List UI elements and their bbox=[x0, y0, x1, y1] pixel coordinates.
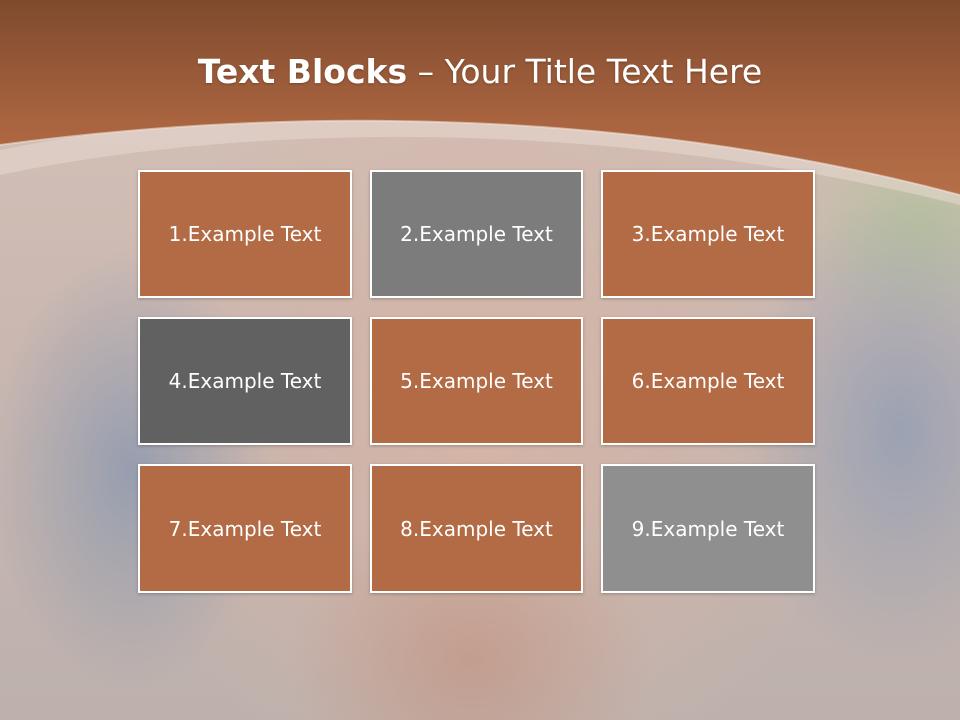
title-bold: Text Blocks bbox=[197, 52, 408, 91]
text-block-label: 7.Example Text bbox=[168, 516, 322, 541]
text-block-label: 9.Example Text bbox=[631, 516, 785, 541]
text-block-7[interactable]: 7.Example Text bbox=[138, 464, 352, 593]
slide-title: Text Blocks – Your Title Text Here bbox=[0, 52, 960, 91]
text-block-label: 2.Example Text bbox=[400, 222, 553, 246]
text-block-label: 8.Example Text bbox=[400, 516, 553, 541]
text-block-label: 5.Example Text bbox=[400, 369, 553, 393]
text-block-label: 6.Example Text bbox=[631, 369, 785, 393]
text-block-4[interactable]: 4.Example Text bbox=[138, 317, 352, 445]
title-dash: – bbox=[407, 52, 445, 91]
text-block-9[interactable]: 9.Example Text bbox=[601, 464, 815, 593]
text-block-3[interactable]: 3.Example Text bbox=[601, 170, 815, 298]
text-block-5[interactable]: 5.Example Text bbox=[370, 317, 583, 445]
text-block-2[interactable]: 2.Example Text bbox=[370, 170, 583, 298]
text-block-label: 1.Example Text bbox=[168, 222, 322, 246]
text-block-6[interactable]: 6.Example Text bbox=[601, 317, 815, 445]
text-block-8[interactable]: 8.Example Text bbox=[370, 464, 583, 593]
text-block-1[interactable]: 1.Example Text bbox=[138, 170, 352, 298]
title-rest: Your Title Text Here bbox=[444, 52, 763, 91]
text-block-label: 4.Example Text bbox=[168, 369, 322, 393]
text-block-label: 3.Example Text bbox=[631, 222, 785, 246]
